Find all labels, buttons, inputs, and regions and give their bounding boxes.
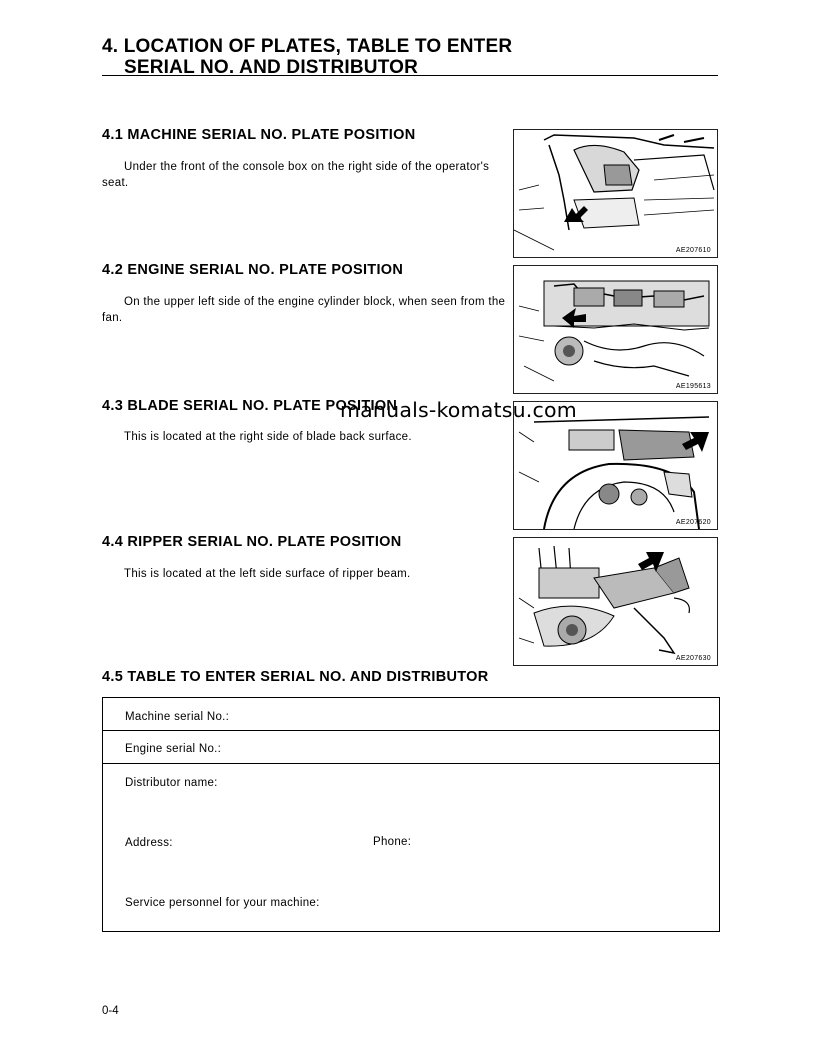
title-underline <box>102 75 718 76</box>
section-heading-blade-serial: 4.3 BLADE SERIAL NO. PLATE POSITION <box>102 398 398 414</box>
arrow-icon <box>682 432 709 452</box>
table-divider <box>103 763 719 764</box>
arrow-icon <box>564 206 588 222</box>
page-number: 0-4 <box>102 1005 119 1017</box>
figure-machine-serial-plate: AE207610 <box>513 129 718 258</box>
service-personnel-label: Service personnel for your machine: <box>125 897 320 909</box>
engine-serial-label: Engine serial No.: <box>125 743 222 755</box>
serial-distributor-table: Machine serial No.: Engine serial No.: D… <box>102 697 720 932</box>
figure-ripper-serial-plate: AE207630 <box>513 537 718 666</box>
section-heading-engine-serial: 4.2 ENGINE SERIAL NO. PLATE POSITION <box>102 262 404 278</box>
section-heading-table: 4.5 TABLE TO ENTER SERIAL NO. AND DISTRI… <box>102 669 489 685</box>
watermark: manuals-komatsu.com <box>340 398 577 422</box>
phone-label: Phone: <box>373 836 412 848</box>
figure-code: AE207620 <box>675 519 711 526</box>
figure-blade-serial-plate: AE207620 <box>513 401 718 530</box>
page-title-line-1: 4. LOCATION OF PLATES, TABLE TO ENTER <box>102 36 513 57</box>
section-heading-ripper-serial: 4.4 RIPPER SERIAL NO. PLATE POSITION <box>102 534 402 550</box>
section-body-machine-serial: Under the front of the console box on th… <box>102 161 490 189</box>
arrow-icon <box>562 308 586 328</box>
section-heading-machine-serial: 4.1 MACHINE SERIAL NO. PLATE POSITION <box>102 127 416 143</box>
section-body-ripper-serial: This is located at the left side surface… <box>124 568 411 580</box>
figure-code: AE195613 <box>675 383 711 390</box>
arrow-icon <box>638 552 664 572</box>
section-body-engine-serial: On the upper left side of the engine cyl… <box>102 296 506 324</box>
figure-code: AE207630 <box>675 655 711 662</box>
page-title-line-2: SERIAL NO. AND DISTRIBUTOR <box>124 57 419 78</box>
machine-serial-label: Machine serial No.: <box>125 711 230 723</box>
page-title: 4. LOCATION OF PLATES, TABLE TO ENTER SE… <box>102 36 722 78</box>
address-label: Address: <box>125 837 173 849</box>
figure-engine-serial-plate: AE195613 <box>513 265 718 394</box>
table-divider <box>103 730 719 731</box>
figure-code: AE207610 <box>675 247 711 254</box>
distributor-name-label: Distributor name: <box>125 777 218 789</box>
section-body-blade-serial: This is located at the right side of bla… <box>124 431 412 443</box>
